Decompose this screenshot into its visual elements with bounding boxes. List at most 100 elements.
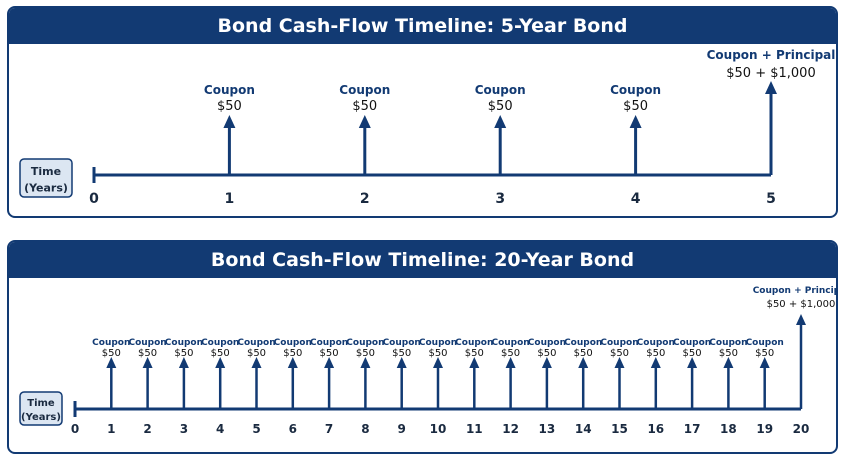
coupon-amount: $50 <box>719 348 738 359</box>
arrow-head <box>106 357 117 368</box>
tick-label: 6 <box>289 422 297 436</box>
arrow-head <box>505 357 516 368</box>
tick-label: 5 <box>252 422 260 436</box>
coupon-label: Coupon <box>419 338 457 348</box>
tick-label: 1 <box>225 191 235 207</box>
tick-label: 7 <box>325 422 333 436</box>
coupon-label: Coupon <box>339 83 390 97</box>
tick-label: 0 <box>71 422 79 436</box>
coupon-label: Coupon <box>237 338 275 348</box>
axis-label-time: Time <box>27 398 55 409</box>
principal-label: Coupon + Principal <box>707 48 836 62</box>
tick-label: 10 <box>430 422 447 436</box>
coupon-amount: $50 <box>102 348 121 359</box>
tick-label: 5 <box>766 191 776 207</box>
coupon-label: Coupon <box>491 338 529 348</box>
arrow-head <box>723 357 734 368</box>
arrow-head <box>541 357 552 368</box>
tick-label: 3 <box>495 191 505 207</box>
arrow-head <box>433 357 443 368</box>
coupon-label: Coupon <box>709 338 747 348</box>
panel-title: Bond Cash-Flow Timeline: 20-Year Bond <box>9 242 836 278</box>
tick-label: 15 <box>611 422 628 436</box>
axis-label-box <box>19 158 73 198</box>
coupon-amount: $50 <box>356 348 375 359</box>
tick-label: 16 <box>647 422 664 436</box>
coupon-label: Coupon <box>346 338 384 348</box>
coupon-label: Coupon <box>274 338 312 348</box>
tick-label: 19 <box>756 422 773 436</box>
coupon-amount: $50 <box>465 348 484 359</box>
tick-label: 2 <box>360 191 370 207</box>
coupon-amount: $50 <box>537 348 556 359</box>
tick-label: 20 <box>793 422 810 436</box>
coupon-label: Coupon <box>201 338 239 348</box>
coupon-label: Coupon <box>310 338 348 348</box>
coupon-amount: $50 <box>320 348 339 359</box>
tick-label: 13 <box>539 422 556 436</box>
coupon-amount: $50 <box>755 348 774 359</box>
coupon-label: Coupon <box>204 83 255 97</box>
coupon-amount: $50 <box>392 348 411 359</box>
coupon-label: Coupon <box>165 338 203 348</box>
axis-label-box <box>19 391 63 426</box>
coupon-label: Coupon <box>475 83 526 97</box>
arrow-head <box>396 357 407 368</box>
coupon-amount: $50 <box>138 348 157 359</box>
coupon-amount: $50 <box>610 348 629 359</box>
tick-label: 12 <box>502 422 519 436</box>
coupon-amount: $50 <box>488 99 513 114</box>
coupon-amount: $50 <box>501 348 520 359</box>
coupon-label: Coupon <box>746 338 784 348</box>
arrow-head <box>629 115 642 128</box>
axis-label-time: Time <box>31 165 61 178</box>
twenty-year-panel: Bond Cash-Flow Timeline: 20-Year Bond Ti… <box>7 240 838 454</box>
arrow-head <box>324 357 335 368</box>
arrow-head <box>578 357 589 368</box>
arrow-head <box>494 115 507 128</box>
arrow-head <box>251 357 262 368</box>
tick-label: 17 <box>684 422 701 436</box>
five-year-timeline: Time (Years) 0 1 Coupon $50 2 Coupon $50 3 Coupon $… <box>19 48 836 207</box>
arrow-head <box>142 357 153 368</box>
coupon-amount: $50 <box>217 99 242 114</box>
arrow-head <box>796 314 806 325</box>
coupon-label: Coupon <box>455 338 493 348</box>
coupon-label: Coupon <box>92 338 130 348</box>
arrow-head <box>358 115 371 128</box>
coupon-label: Coupon <box>383 338 421 348</box>
axis-label-years: (Years) <box>21 412 61 423</box>
tick-label: 3 <box>180 422 188 436</box>
coupon-amount: $50 <box>174 348 193 359</box>
coupon-label: Coupon <box>673 338 711 348</box>
coupon-amount: $50 <box>211 348 230 359</box>
tick-label: 4 <box>631 191 641 207</box>
tick-label: 4 <box>216 422 224 436</box>
coupon-amount: $50 <box>623 99 648 114</box>
arrow-head <box>215 357 226 368</box>
arrow-head <box>650 357 661 368</box>
five-year-panel: Bond Cash-Flow Timeline: 5-Year Bond Tim… <box>7 6 838 218</box>
arrow-head <box>178 357 189 368</box>
arrow-head <box>687 357 698 368</box>
coupon-label: Coupon <box>128 338 166 348</box>
arrow-head <box>614 357 625 368</box>
panel-title: Bond Cash-Flow Timeline: 5-Year Bond <box>9 8 836 44</box>
coupon-amount: $50 <box>428 348 447 359</box>
coupon-label: Coupon <box>637 338 675 348</box>
tick-label: 18 <box>720 422 737 436</box>
coupon-label: Coupon <box>564 338 602 348</box>
coupon-amount: $50 <box>646 348 665 359</box>
tick-label: 1 <box>107 422 115 436</box>
coupon-amount: $50 <box>574 348 593 359</box>
coupon-amount: $50 <box>247 348 266 359</box>
coupon-label: Coupon <box>528 338 566 348</box>
coupon-amount: $50 <box>352 99 377 114</box>
tick-label: 0 <box>89 191 99 207</box>
axis-label-years: (Years) <box>24 181 68 194</box>
tick-label: 11 <box>466 422 483 436</box>
coupon-label: Coupon <box>610 83 661 97</box>
arrow-head <box>469 357 480 368</box>
tick-label: 14 <box>575 422 592 436</box>
